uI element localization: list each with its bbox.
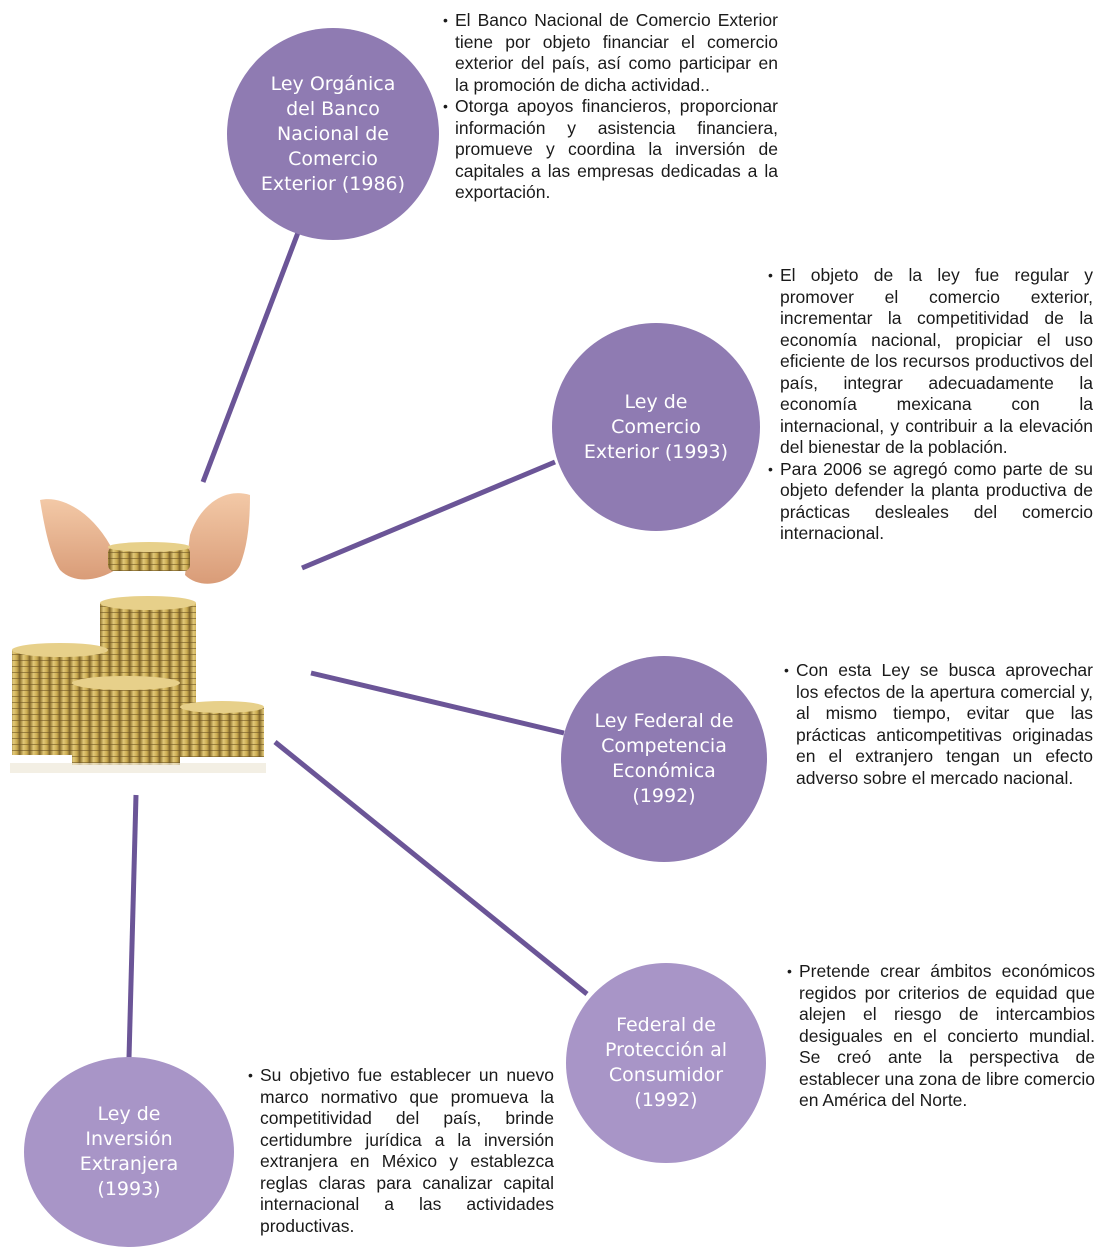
connector-line-2 (301, 459, 556, 571)
connector-line-4 (273, 740, 589, 996)
law-1-bullet-1: El Banco Nacional de Comercio Exterior t… (443, 10, 778, 96)
law-2-bullet-2: Para 2006 se agregó como parte de su obj… (768, 459, 1093, 545)
law-title-5: Ley de Inversión Extranjera (1993) (79, 1103, 179, 1200)
law-title-3: Ley Federal de Competencia Económica (19… (594, 710, 734, 807)
law-description-3: Con esta Ley se busca aprovechar los efe… (784, 660, 1093, 789)
law-2-bullet-1: El objeto de la ley fue regular y promov… (768, 265, 1093, 459)
law-title-2: Ley de Comercio Exterior (1993) (583, 390, 729, 463)
connector-line-5 (126, 794, 139, 1059)
connector-line-1 (200, 229, 302, 483)
law-description-1: El Banco Nacional de Comercio Exterior t… (443, 10, 778, 204)
law-description-5: Su objetivo fue establecer un nuevo marc… (248, 1065, 554, 1237)
law-5-bullet-1: Su objetivo fue establecer un nuevo marc… (248, 1065, 554, 1237)
law-4-bullet-1: Pretende crear ámbitos económicos regido… (787, 961, 1095, 1112)
law-description-4: Pretende crear ámbitos económicos regido… (787, 961, 1095, 1112)
law-circle-1: Ley Orgánica del Banco Nacional de Comer… (227, 28, 439, 240)
law-3-bullet-1: Con esta Ley se busca aprovechar los efe… (784, 660, 1093, 789)
law-title-1: Ley Orgánica del Banco Nacional de Comer… (260, 72, 406, 195)
law-circle-4: Federal de Protección al Consumidor (199… (566, 963, 766, 1163)
law-circle-5: Ley de Inversión Extranjera (1993) (24, 1057, 234, 1247)
law-circle-3: Ley Federal de Competencia Económica (19… (561, 656, 767, 862)
law-circle-2: Ley de Comercio Exterior (1993) (552, 323, 760, 531)
law-description-2: El objeto de la ley fue regular y promov… (768, 265, 1093, 545)
coins-in-hand-icon (10, 493, 266, 773)
connector-line-3 (310, 670, 565, 736)
law-1-bullet-2: Otorga apoyos financieros, proporcionar … (443, 96, 778, 204)
law-title-4: Federal de Protección al Consumidor (199… (604, 1014, 728, 1111)
